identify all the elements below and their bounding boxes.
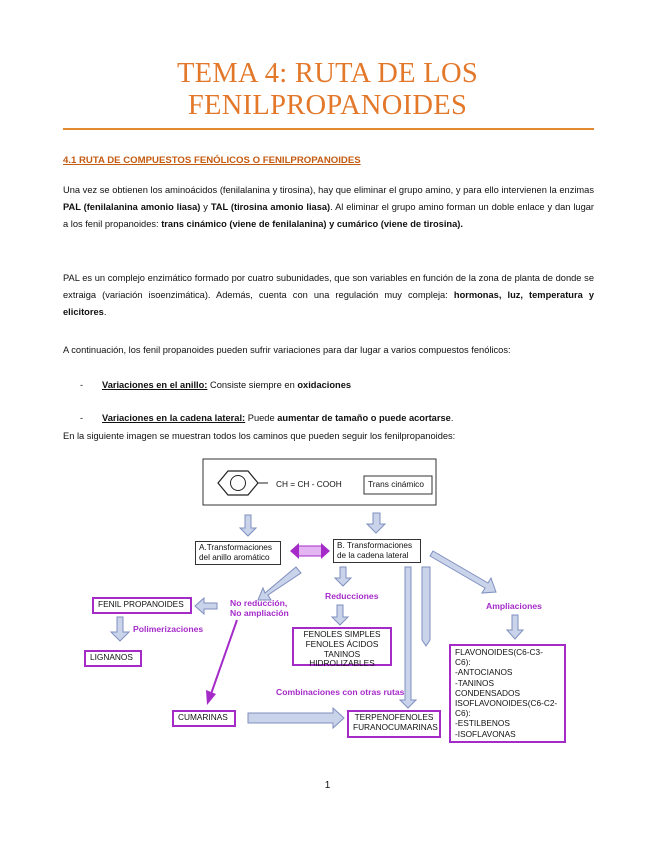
fenoles-line-1: FENOLES SIMPLES [303,629,381,639]
arrow-to-fenoles [330,604,350,626]
fenoles-box: FENOLES SIMPLES FENOLES ÁCIDOS TANINOS H… [292,627,392,668]
flav-line: CONDENSADOS [455,687,521,698]
list-dash: - [80,380,84,390]
arrow-down-right [365,512,387,534]
p2-text-2: . [103,307,107,318]
bidirectional-arrow [290,543,330,559]
no-reduccion-line-2: No ampliación [230,608,289,618]
no-reduccion-line-1: No reducción, [230,598,288,608]
flav-line: FLAVONOIDES(C6-C3- [455,647,543,657]
arrow-to-fenil [194,596,218,616]
flav-line: -ESTILBENOS [455,718,510,729]
terpeno-line-2: FURANOCUMARINAS [353,721,438,732]
paragraph-4: En la siguiente imagen se muestran todos… [63,431,456,441]
p2-bold-regulation: hormonas, luz, temperatura y elicitores [63,290,595,318]
purple-arrow-line [210,619,238,695]
title-divider [63,128,594,130]
arrow-to-lignanos [109,616,131,642]
p2-text-1: PAL es un complejo enzimático formado po… [63,273,594,301]
no-reduccion-label: No reducción, No ampliación [230,598,289,618]
trans-cinamico-label: Trans cinámico [368,479,424,489]
fenoles-line-2: FENOLES ÁCIDOS [305,638,379,649]
list-item-bold: aumentar de tamaño o puede acortarse [277,413,451,423]
arrow-long-right [421,566,431,647]
formula-text: CH = CH - COOH [276,479,342,489]
combinaciones-label: Combinaciones con otras rutas [276,687,405,697]
p1-bold-tal: TAL (tirosina amonio liasa) [210,202,331,213]
fenil-propanoides-box: FENIL PROPANOIDES [92,597,192,614]
flav-line: C6): [455,708,471,719]
ring-box-line-2: del anillo aromático [199,553,270,562]
list-item-ring: - Variaciones en el anillo: Consiste siem… [80,380,351,390]
list-dash: - [80,413,84,423]
arrow-to-reducciones [333,566,353,587]
arrow-to-flavonoides [505,614,525,640]
reducciones-label: Reducciones [325,591,379,601]
list-item-bold: oxidaciones [297,380,352,390]
title-line-2: FENILPROPANOIDES [187,90,468,121]
ring-transform-box: A.Transformaciones del anillo aromático [195,541,281,565]
paragraph-1: Una vez se obtienen los aminoácidos (fen… [63,182,594,234]
p1-bold-products: trans cinámico (viene de fenilalanina) y… [161,219,463,230]
ampliaciones-label: Ampliaciones [486,601,542,611]
arrow-to-ampliaciones [429,550,497,594]
paragraph-2: PAL es un complejo enzimático formado po… [63,270,594,322]
flav-line: C6): [455,657,471,668]
p1-text-2: y [200,202,211,213]
purple-arrow-head [206,690,216,705]
polimerizaciones-label: Polimerizaciones [133,624,204,634]
trans-box [363,475,433,495]
side-box-line-1: B. Transformaciones [337,541,413,550]
list-item-text: Puede [245,413,278,423]
list-item-tail: . [450,413,454,423]
p1-text-3: . Al eliminar el grupo amino forman un d… [63,202,595,230]
title-line-1: TEMA 4: RUTA DE LOS [176,58,479,89]
paragraph-3: A continuación, los fenil propanoides pu… [63,345,511,355]
side-box-line-2: de la cadena lateral [337,551,409,560]
ring-box-line-1: A.Transformaciones [199,543,272,552]
flav-line: -ISOFLAVONAS [455,728,516,739]
flav-line: -ANTOCIANOS [455,667,513,678]
p1-text-1: Una vez se obtienen los aminoácidos (fen… [63,185,594,195]
arrow-to-no-reduccion [257,566,302,601]
terpenofenoles-box: TERPENOFENOLES FURANOCUMARINAS [347,710,441,738]
page-number: 1 [324,780,331,791]
benzene-circle [230,475,246,491]
flavonoides-box: FLAVONOIDES(C6-C3- C6): -ANTOCIANOS -TAN… [449,644,566,743]
list-item-text: Consiste siempre en [207,380,298,390]
benzene-ring-icon [217,470,259,496]
arrow-cumarinas-to-terpeno [247,706,345,730]
side-chain-box: B. Transformaciones de la cadena lateral [333,539,421,563]
list-item-side-chain: - Variaciones en la cadena lateral: Puede… [80,413,453,423]
flav-line: -TANINOS [455,677,495,688]
list-item-title: Variaciones en la cadena lateral: [102,413,246,423]
list-item-title: Variaciones en el anillo: [102,380,208,390]
page-title: TEMA 4: RUTA DE LOS FENILPROPANOIDES [0,58,655,122]
arrow-to-terpeno [398,566,418,709]
arrow-down-left [238,514,258,537]
cumarinas-box: CUMARINAS [172,710,236,727]
section-heading: 4.1 RUTA DE COMPUESTOS FENÓLICOS O FENIL… [63,155,361,166]
p1-bold-pal: PAL (fenilalanina amonio liasa) [63,202,201,213]
lignanos-box: LIGNANOS [84,650,142,667]
fenoles-line-3: TANINOS HIDROLIZABLES [309,648,375,669]
flav-line: ISOFLAVONOIDES(C6-C2- [455,698,558,709]
terpeno-line-1: TERPENOFENOLES [354,712,434,722]
